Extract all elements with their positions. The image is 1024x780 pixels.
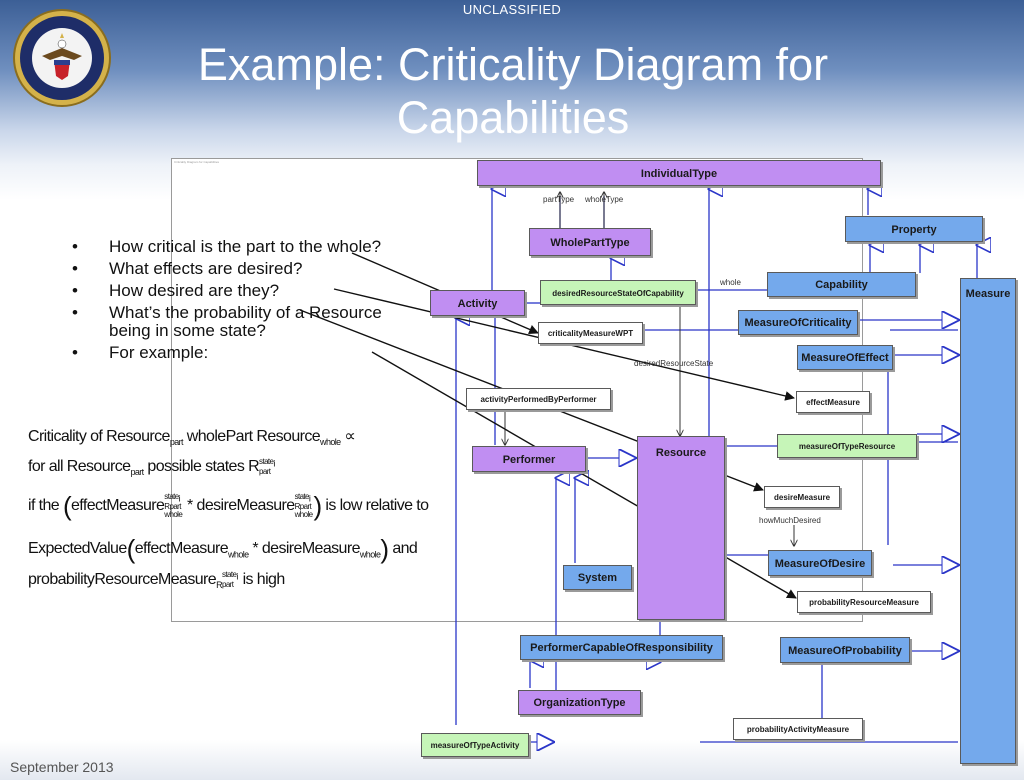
node-measure: Measure <box>960 278 1016 764</box>
classification-banner: UNCLASSIFIED <box>462 2 562 17</box>
node-activity: Activity <box>430 290 525 316</box>
node-property: Property <box>845 216 983 242</box>
bullet-item: How critical is the part to the whole? <box>70 238 400 257</box>
bullet-item: What effects are desired? <box>70 260 400 279</box>
node-measure-of-criticality: MeasureOfCriticality <box>738 310 858 335</box>
edge-label-how-much-desired: howMuchDesired <box>759 516 821 525</box>
node-measure-of-type-resource: measureOfTypeResource <box>777 434 917 458</box>
bullet-item: For example: <box>70 344 400 363</box>
dod-seal-logo <box>13 9 111 107</box>
node-activity-performed-by-performer: activityPerformedByPerformer <box>466 388 611 410</box>
node-individual-type: IndividualType <box>477 160 881 186</box>
edge-label-whole-type: wholeType <box>585 195 624 204</box>
diagram-frame-tag: Criticality Diagram for Capabilities <box>174 160 220 164</box>
footer-date: September 2013 <box>10 759 114 775</box>
node-probability-resource-measure: probabilityResourceMeasure <box>797 591 931 613</box>
node-measure-of-effect: MeasureOfEffect <box>797 345 893 370</box>
node-desired-resource-state-of-capability: desiredResourceStateOfCapability <box>540 280 696 305</box>
edge-label-part-type: partType <box>543 195 575 204</box>
bullet-item: What’s the probability of a Resource bei… <box>70 304 400 340</box>
node-capability: Capability <box>767 272 916 297</box>
bullet-item: How desired are they? <box>70 282 400 301</box>
node-criticality-measure-wpt: criticalityMeasureWPT <box>538 322 643 344</box>
question-bullet-list: How critical is the part to the whole? W… <box>70 238 400 366</box>
title-line-2: Capabilities <box>396 92 630 143</box>
node-whole-part-type: WholePartType <box>529 228 651 256</box>
node-effect-measure: effectMeasure <box>796 391 870 413</box>
node-performer-capable-of-responsibility: PerformerCapableOfResponsibility <box>520 635 723 660</box>
edge-label-desired-resource-state: desiredResourceState <box>634 359 714 368</box>
node-resource: Resource <box>637 436 725 620</box>
node-performer: Performer <box>472 446 586 472</box>
node-measure-of-probability: MeasureOfProbability <box>780 637 910 663</box>
node-organization-type: OrganizationType <box>518 690 641 715</box>
formula-line-1: Criticality of Resourcepart wholePart Re… <box>28 428 356 448</box>
title-line-1: Example: Criticality Diagram for <box>197 39 829 90</box>
node-probability-activity-measure: probabilityActivityMeasure <box>733 718 863 740</box>
node-desire-measure: desireMeasure <box>764 486 840 508</box>
formula-line-4: ExpectedValue(effectMeasurewhole * desir… <box>28 534 418 564</box>
edge-label-whole: whole <box>720 278 741 287</box>
page-title: Example: Criticality Diagram for Capabil… <box>150 38 876 144</box>
node-measure-of-desire: MeasureOfDesire <box>768 550 872 576</box>
node-system: System <box>563 565 632 590</box>
node-measure-of-type-activity: measureOfTypeActivity <box>421 733 529 757</box>
